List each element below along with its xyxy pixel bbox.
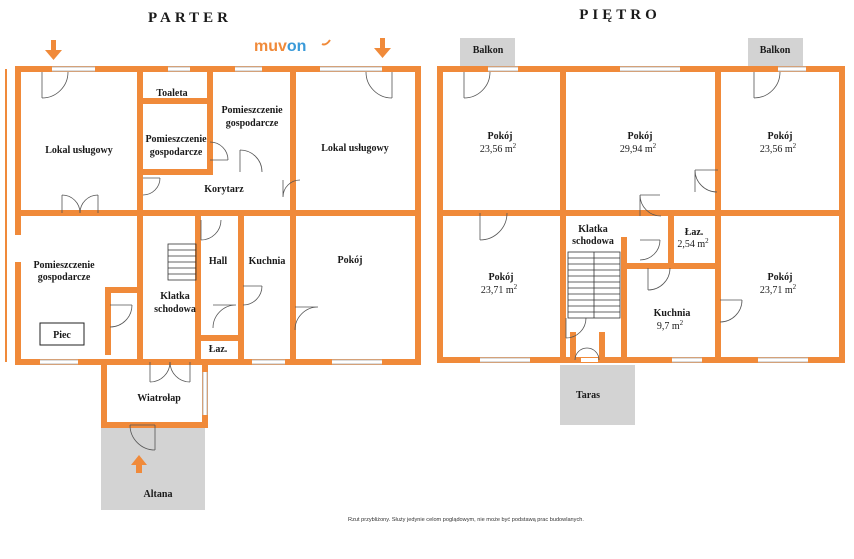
upper-doors: [463, 71, 781, 361]
area-exponent: 2: [653, 142, 657, 150]
room-kuchnia: Kuchnia: [249, 256, 286, 267]
room-pom-gosp-bottom-line1: Pomieszczenie: [33, 260, 95, 271]
room-lokal-left: Lokal usługowy: [45, 145, 113, 156]
upper-floor-walls: [437, 66, 845, 363]
logo-part-muv: muv: [254, 38, 287, 55]
altana-area: [101, 422, 205, 510]
taras-area: [560, 365, 635, 425]
room-pokoj-tc-name: Pokój: [628, 131, 653, 142]
room-hall: Hall: [209, 256, 228, 267]
balcony-left-label: Balkon: [473, 45, 504, 56]
area-value: 2,54 m: [677, 239, 705, 250]
balcony-left-area: [460, 38, 515, 68]
area-exponent: 2: [513, 142, 517, 150]
room-lokal-right: Lokal usługowy: [321, 143, 389, 154]
upper-window-frames: [480, 66, 808, 363]
upper-windows: [480, 67, 808, 362]
room-pom-gosp-bottom-line2: gospodarcze: [38, 272, 91, 283]
room-pokoj-tr-name: Pokój: [768, 131, 793, 142]
room-kuchnia-upper-area: 9,7 m2: [657, 319, 684, 332]
upper-stairs: [567, 251, 621, 319]
room-kuchnia-upper-name: Kuchnia: [654, 308, 691, 319]
area-altana-label: Altana: [144, 489, 173, 500]
balcony-right-area: [748, 38, 803, 68]
room-laz-upper-name: Łaz.: [685, 227, 704, 238]
altana-entry-arrow-icon: [131, 455, 147, 473]
area-value: 23,71 m: [760, 285, 793, 296]
room-korytarz: Korytarz: [204, 184, 244, 195]
room-pokoj-bl-name: Pokój: [489, 272, 514, 283]
room-pom-gosp-center-line2: gospodarcze: [226, 118, 279, 129]
piec-label: Piec: [53, 330, 71, 341]
area-value: 23,56 m: [760, 144, 793, 155]
room-pokoj-br-area: 23,71 m2: [760, 283, 797, 296]
room-pom-gosp-small-line2: gospodarcze: [150, 147, 203, 158]
area-exponent: 2: [705, 237, 709, 245]
area-value: 9,7 m: [657, 321, 680, 332]
room-pom-gosp-small-line1: Pomieszczenie: [145, 134, 207, 145]
room-pokoj-br-name: Pokój: [768, 272, 793, 283]
ground-stairs: [167, 243, 197, 281]
ground-window-frames: [40, 66, 382, 415]
area-value: 29,94 m: [620, 144, 653, 155]
room-pokoj-tl-area: 23,56 m2: [480, 142, 517, 155]
room-klatka-upper-line2: schodowa: [572, 236, 614, 247]
room-laz-upper-area: 2,54 m2: [677, 237, 709, 250]
area-exponent: 2: [514, 283, 518, 291]
room-klatka-upper-line1: Klatka: [578, 224, 607, 235]
room-pokoj-tr-area: 23,56 m2: [760, 142, 797, 155]
entry-arrow-left-icon: [45, 40, 62, 60]
room-lazienka: Łaz.: [209, 344, 228, 355]
ground-floor-walls: [15, 66, 421, 428]
room-pom-gosp-center-line1: Pomieszczenie: [221, 105, 283, 116]
area-taras-label: Taras: [576, 390, 600, 401]
room-pokoj-ground: Pokój: [338, 255, 363, 266]
ground-doors: [41, 71, 393, 451]
muvon-logo: muvon: [254, 38, 306, 55]
piec-box: [39, 322, 85, 346]
ground-windows: [40, 67, 382, 415]
area-exponent: 2: [793, 283, 797, 291]
area-value: 23,56 m: [480, 144, 513, 155]
area-value: 23,71 m: [481, 285, 514, 296]
area-exponent: 2: [680, 319, 684, 327]
balcony-right-label: Balkon: [760, 45, 791, 56]
room-klatka-line2: schodowa: [154, 304, 196, 315]
area-exponent: 2: [793, 142, 797, 150]
room-pokoj-tl-name: Pokój: [488, 131, 513, 142]
room-pokoj-tc-area: 29,94 m2: [620, 142, 657, 155]
room-pokoj-bl-area: 23,71 m2: [481, 283, 518, 296]
entry-arrow-right-icon: [374, 38, 391, 58]
room-wiatrolap: Wiatrołap: [137, 393, 181, 404]
logo-swoosh-icon: [321, 39, 331, 46]
room-klatka-line1: Klatka: [160, 291, 189, 302]
room-toaleta: Toaleta: [156, 88, 187, 99]
logo-part-on: on: [287, 38, 307, 55]
upper-floor-title: PIĘTRO: [579, 7, 661, 23]
footnote: Rzut przybliżony. Służy jedynie celom po…: [348, 517, 584, 523]
ground-floor-title: PARTER: [148, 10, 232, 26]
